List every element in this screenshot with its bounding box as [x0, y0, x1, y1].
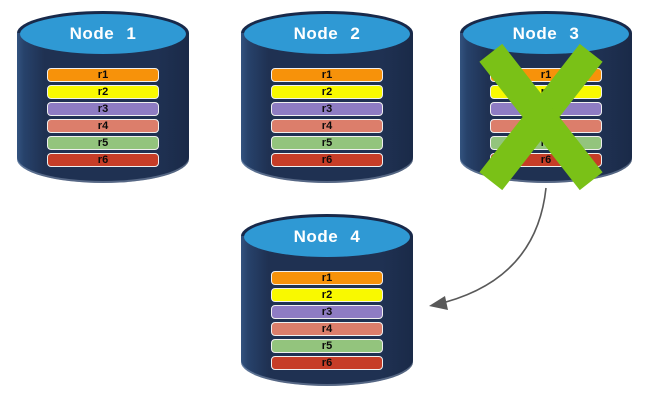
replica-bar: r4 — [271, 119, 383, 133]
node-3-cylinder: Node 3 r1 r2 r3 r4 r5 r6 — [460, 11, 632, 190]
replica-stack: r1 r2 r3 r4 r5 r6 — [47, 68, 159, 170]
node-1-cylinder: Node 1 r1 r2 r3 r4 r5 r6 — [17, 11, 189, 183]
replica-bar: r2 — [271, 288, 383, 302]
replica-bar: r1 — [47, 68, 159, 82]
replica-stack: r1 r2 r3 r4 r5 r6 — [271, 271, 383, 373]
arrow-curve — [433, 187, 547, 306]
replica-bar: r4 — [47, 119, 159, 133]
replica-bar: r6 — [271, 356, 383, 370]
node-title: Node 4 — [293, 227, 361, 246]
replica-bar: r1 — [271, 68, 383, 82]
node-title: Node 1 — [69, 24, 137, 43]
replica-bar: r3 — [271, 102, 383, 116]
replica-bar: r2 — [271, 85, 383, 99]
replica-stack: r1 r2 r3 r4 r5 r6 — [271, 68, 383, 170]
arrow-head — [429, 296, 448, 310]
replica-bar: r5 — [271, 339, 383, 353]
cylinder-top: Node 3 — [463, 14, 629, 54]
replica-bar: r5 — [271, 136, 383, 150]
replica-bar: r5 — [47, 136, 159, 150]
cylinder-top: Node 4 — [244, 217, 410, 257]
node-title: Node 3 — [512, 24, 580, 43]
replica-bar: r3 — [271, 305, 383, 319]
node-4-cylinder: Node 4 r1 r2 r3 r4 r5 r6 — [241, 214, 413, 386]
node-2-cylinder: Node 2 r1 r2 r3 r4 r5 r6 — [241, 11, 413, 183]
replica-bar: r6 — [271, 153, 383, 167]
cylinder-top: Node 2 — [244, 14, 410, 54]
replica-bar: r2 — [47, 85, 159, 99]
replica-bar: r3 — [47, 102, 159, 116]
cylinder-top: Node 1 — [20, 14, 186, 54]
failure-x-icon — [479, 43, 603, 190]
replica-bar: r6 — [47, 153, 159, 167]
replica-bar: r1 — [271, 271, 383, 285]
node-title: Node 2 — [293, 24, 361, 43]
replica-bar: r4 — [271, 322, 383, 336]
